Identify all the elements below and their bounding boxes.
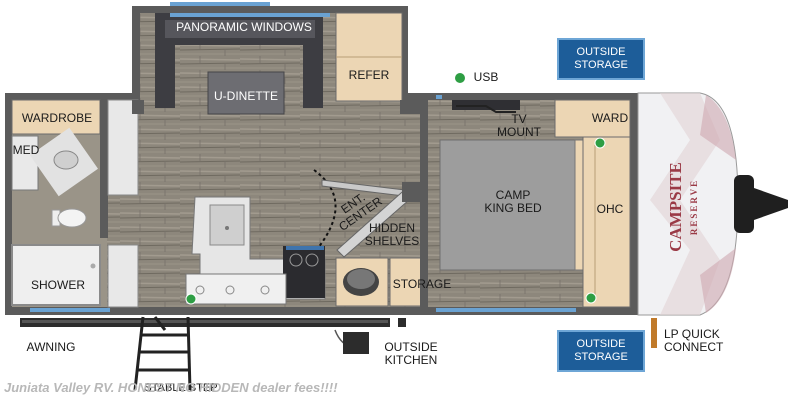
kitchen-counter bbox=[185, 273, 287, 305]
usb-port-dot bbox=[455, 73, 465, 83]
label-hidden-shelves-line1: HIDDEN bbox=[368, 221, 415, 235]
ward-cabinet bbox=[554, 99, 631, 138]
bathroom-sink bbox=[30, 127, 98, 197]
dealer-watermark: Juniata Valley RV. HONEST NO HIDDEN deal… bbox=[4, 380, 338, 395]
dinette-table bbox=[207, 71, 285, 115]
label-ohc: OHC bbox=[596, 202, 624, 216]
usb-port-kitchen bbox=[185, 293, 197, 305]
camp-king-bed bbox=[439, 139, 581, 271]
outside-kitchen-drawer bbox=[343, 332, 369, 354]
label-camp-king-bed-line2: KING BED bbox=[484, 201, 542, 215]
trailer-hitch bbox=[734, 175, 788, 233]
bedroom-wall bbox=[420, 95, 428, 310]
toilet bbox=[51, 208, 87, 228]
label-hidden-shelves: HIDDEN SHELVES bbox=[362, 222, 422, 248]
linen-cabinet bbox=[107, 99, 139, 196]
usb-port-ohc bbox=[585, 292, 597, 304]
campsite-logo: CAMPSITE RESERVE bbox=[666, 162, 702, 252]
bath-wall bbox=[100, 100, 108, 238]
outside-storage-top-line2: STORAGE bbox=[574, 59, 628, 71]
usb-port-ward bbox=[594, 137, 606, 149]
label-camp-king-bed: CAMP KING BED bbox=[470, 189, 556, 215]
kitchen-island bbox=[185, 196, 326, 305]
label-wardrobe: WARDROBE bbox=[21, 111, 93, 125]
label-ward: WARD bbox=[591, 111, 629, 125]
lp-quick-connect-valve bbox=[651, 318, 657, 348]
label-med: MED bbox=[12, 143, 40, 157]
campsite-logo-line2: RESERVE bbox=[689, 178, 699, 236]
label-tv-mount: TV MOUNT bbox=[494, 113, 544, 139]
outside-storage-bottom-line2: STORAGE bbox=[574, 351, 628, 363]
wardrobe-cabinet bbox=[11, 99, 101, 135]
label-tv-mount-line1: TV bbox=[511, 112, 527, 126]
campsite-logo-line1: CAMPSITE bbox=[666, 162, 685, 252]
label-outside-kitchen-line1: OUTSIDE bbox=[384, 340, 438, 354]
label-u-dinette: U-DINETTE bbox=[214, 89, 278, 103]
label-panoramic-windows: PANORAMIC WINDOWS bbox=[176, 20, 312, 34]
bathroom bbox=[11, 99, 108, 307]
front-cap bbox=[637, 92, 739, 316]
label-lp-quick-connect: LP QUICK CONNECT bbox=[664, 328, 730, 354]
label-camp-king-bed-line1: CAMP bbox=[495, 188, 531, 202]
cooktop bbox=[283, 246, 325, 298]
label-usb: USB bbox=[473, 70, 499, 84]
u-dinette-area bbox=[155, 13, 330, 115]
pantry-cabinet bbox=[107, 244, 139, 308]
kitchen-sink bbox=[209, 204, 245, 246]
outside-storage-badge-bottom: OUTSIDE STORAGE bbox=[557, 330, 645, 372]
shower-stall bbox=[11, 244, 101, 306]
label-hidden-shelves-line2: SHELVES bbox=[364, 234, 420, 248]
label-outside-kitchen: OUTSIDE KITCHEN bbox=[380, 341, 442, 367]
label-outside-kitchen-line2: KITCHEN bbox=[384, 353, 438, 367]
label-shower: SHOWER bbox=[31, 278, 85, 292]
label-storage: STORAGE bbox=[392, 277, 452, 291]
label-lp-quick-connect-line2: CONNECT bbox=[664, 340, 724, 354]
stable-step bbox=[133, 316, 192, 391]
label-lp-quick-connect-line1: LP QUICK bbox=[664, 327, 720, 341]
label-stable-step: STABLE STEP bbox=[144, 382, 218, 394]
outside-storage-bottom-line1: OUTSIDE bbox=[576, 338, 626, 350]
ent-center-swing bbox=[313, 169, 337, 249]
outside-storage-badge-top: OUTSIDE STORAGE bbox=[557, 38, 645, 80]
label-tv-mount-line2: MOUNT bbox=[497, 125, 541, 139]
panoramic-window bbox=[170, 13, 330, 17]
outside-storage-top-line1: OUTSIDE bbox=[576, 46, 626, 58]
shower-drain bbox=[90, 263, 96, 269]
label-awning: AWNING bbox=[26, 340, 76, 354]
label-refer: REFER bbox=[348, 68, 390, 82]
bedroom-window-bottom bbox=[436, 308, 576, 312]
